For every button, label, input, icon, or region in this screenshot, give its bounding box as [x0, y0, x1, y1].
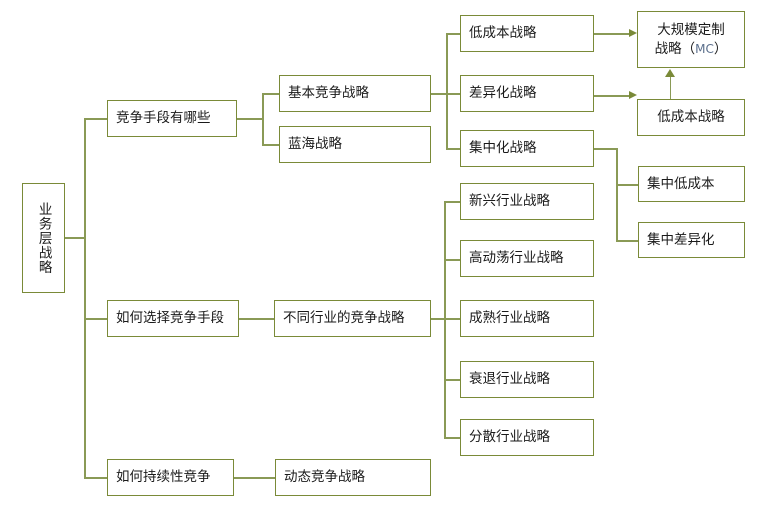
connector-lowcost-to-mc [594, 33, 632, 35]
connector-basic-out [431, 93, 447, 95]
connector-trunk-main [84, 119, 86, 478]
node-root-business-level-strategy[interactable]: 业务层战略 [22, 183, 65, 293]
connector-to-blue [262, 144, 280, 146]
node-mass-customization-strategy[interactable]: 大规模定制 战略（MC） [637, 11, 745, 68]
connector-to-lowcost [446, 33, 461, 35]
node-basic-competitive-strategy[interactable]: 基本竞争战略 [279, 75, 431, 112]
node-competitive-means[interactable]: 竞争手段有哪些 [107, 100, 237, 137]
arrowhead-lowcost2-to-mc [665, 69, 675, 77]
mc-label-line2: 战略（MC） [655, 40, 728, 58]
node-blue-ocean-strategy[interactable]: 蓝海战略 [279, 126, 431, 163]
node-how-to-choose-means[interactable]: 如何选择竞争手段 [107, 300, 239, 337]
node-mature-industry-strategy[interactable]: 成熟行业战略 [460, 300, 594, 337]
node-emerging-industry-strategy[interactable]: 新兴行业战略 [460, 183, 594, 220]
connector-diff-to-lowcost2 [594, 95, 632, 97]
connector-trunk-focus [616, 148, 618, 241]
arrowhead-lowcost-to-mc [629, 28, 637, 37]
node-differentiation-strategy[interactable]: 差异化战略 [460, 75, 594, 112]
mc-label-line2-text: 战略（ [654, 40, 696, 57]
connector-sustain-out [234, 477, 275, 479]
connector-to-decline [444, 379, 461, 381]
connector-lowcost2-to-mc [669, 76, 672, 99]
node-how-to-sustain-competition[interactable]: 如何持续性竞争 [107, 459, 234, 496]
node-fragmented-industry-strategy[interactable]: 分散行业战略 [460, 419, 594, 456]
node-focus-differentiation[interactable]: 集中差异化 [638, 222, 745, 258]
node-focus-strategy[interactable]: 集中化战略 [460, 130, 594, 167]
node-focus-low-cost[interactable]: 集中低成本 [638, 166, 745, 202]
connector-means-out [237, 118, 263, 120]
connector-focus-out [594, 148, 618, 150]
node-low-cost-strategy[interactable]: 低成本战略 [460, 15, 594, 52]
connector-to-focus-lowcost [616, 184, 638, 186]
arrowhead-diff-to-lowcost2 [629, 90, 637, 99]
node-turbulent-industry-strategy[interactable]: 高动荡行业战略 [460, 240, 594, 277]
mc-abbreviation: MC [695, 41, 714, 56]
connector-to-fragment [444, 437, 461, 439]
connector-choose-out [239, 318, 274, 320]
connector-industry-out [431, 318, 445, 320]
connector-to-mature [444, 318, 461, 320]
connector-to-diff [446, 93, 461, 95]
mc-label-line1: 大规模定制 [657, 22, 725, 39]
connector-trunk-to-choose [84, 318, 108, 320]
mc-label-line3: ） [713, 40, 728, 57]
connector-to-emerging [444, 201, 461, 203]
connector-trunk-to-means [84, 118, 108, 120]
connector-trunk-means [262, 93, 264, 145]
node-declining-industry-strategy[interactable]: 衰退行业战略 [460, 361, 594, 398]
node-low-cost-strategy-secondary[interactable]: 低成本战略 [637, 99, 745, 136]
connector-to-basic [262, 93, 280, 95]
connector-trunk-basic [446, 33, 448, 149]
node-industry-competitive-strategy[interactable]: 不同行业的竞争战略 [274, 300, 431, 337]
connector-trunk-to-sustain [84, 477, 108, 479]
connector-to-focus-diff [616, 240, 638, 242]
connector-to-focus [446, 148, 461, 150]
connector-to-turbulent [444, 259, 461, 261]
connector-root-stub [65, 237, 85, 239]
node-dynamic-competition-strategy[interactable]: 动态竞争战略 [275, 459, 431, 496]
